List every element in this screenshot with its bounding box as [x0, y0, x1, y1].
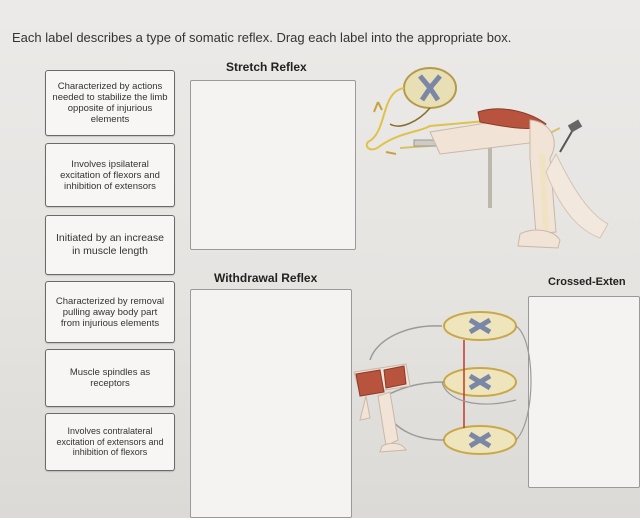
- label-stabilize-opposite-limb[interactable]: Characterized by actions needed to stabi…: [45, 70, 175, 136]
- label-ipsilateral-excitation[interactable]: Involves ipsilateral excitation of flexo…: [45, 143, 175, 207]
- stretch-reflex-title: Stretch Reflex: [226, 60, 307, 74]
- label-contralateral-excitation[interactable]: Involves contralateral excitation of ext…: [45, 413, 175, 471]
- reflex-hammer-icon: [559, 119, 583, 153]
- stretch-reflex-dropzone[interactable]: [190, 80, 356, 250]
- label-increase-muscle-length[interactable]: Initiated by an increase in muscle lengt…: [45, 215, 175, 275]
- spinal-cord-icon: [403, 67, 457, 109]
- withdrawal-reflex-dropzone[interactable]: [190, 289, 352, 518]
- crossed-extensor-illustration: [353, 311, 532, 455]
- withdrawal-reflex-title: Withdrawal Reflex: [214, 271, 318, 285]
- spinal-cord-segments-icon: [443, 311, 517, 455]
- label-muscle-spindles[interactable]: Muscle spindles as receptors: [45, 349, 175, 407]
- knee-jerk-illustration: [365, 67, 609, 249]
- label-removal-pulling-away[interactable]: Characterized by removal pulling away bo…: [45, 281, 175, 343]
- crossed-extensor-reflex-title: Crossed-Exten: [548, 276, 626, 288]
- instruction-text: Each label describes a type of somatic r…: [12, 30, 512, 45]
- crossed-extensor-reflex-dropzone[interactable]: [528, 296, 640, 488]
